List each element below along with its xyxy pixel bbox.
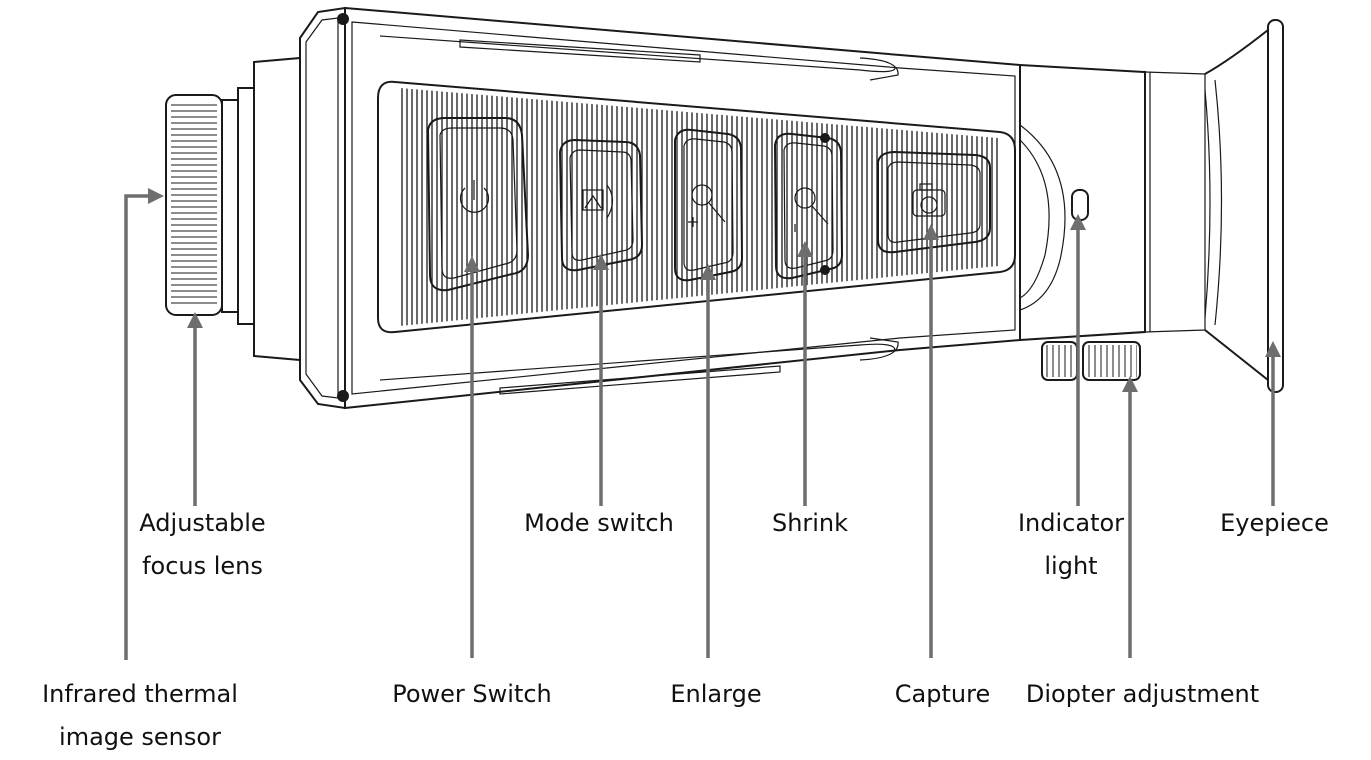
pointer-arrows bbox=[124, 188, 1281, 660]
indicator-light bbox=[1071, 189, 1089, 221]
label-sensor-line1: Infrared thermal bbox=[42, 680, 238, 708]
mode-switch-icon bbox=[582, 184, 614, 219]
label-sensor: Infrared thermal image sensor bbox=[30, 673, 250, 759]
rear-tube bbox=[1019, 27, 1269, 383]
label-diopter-text: Diopter adjustment bbox=[1025, 680, 1260, 708]
label-eyepiece-text: Eyepiece bbox=[1220, 509, 1329, 537]
label-mode-text: Mode switch bbox=[524, 509, 674, 537]
capture-button[interactable] bbox=[877, 150, 991, 254]
label-diopter: Diopter adjustment bbox=[1020, 673, 1265, 716]
label-indicator-line2: light bbox=[1044, 552, 1098, 580]
mode-switch-button[interactable] bbox=[558, 138, 644, 272]
label-capture-text: Capture bbox=[894, 680, 991, 708]
label-power-switch: Power Switch bbox=[382, 673, 562, 716]
device-drawing bbox=[165, 6, 1284, 410]
diopter-ring[interactable] bbox=[1041, 341, 1141, 381]
shrink-button[interactable] bbox=[773, 132, 844, 280]
label-shrink: Shrink bbox=[755, 502, 865, 545]
focus-lens-ring bbox=[165, 87, 255, 325]
label-enlarge: Enlarge bbox=[656, 673, 776, 716]
label-shrink-text: Shrink bbox=[771, 509, 849, 537]
label-focus-lens-line1: Adjustable bbox=[139, 509, 266, 537]
label-enlarge-text: Enlarge bbox=[670, 680, 762, 708]
front-housing bbox=[253, 6, 349, 410]
screw-bottom bbox=[337, 390, 349, 402]
label-focus-lens-line2: focus lens bbox=[142, 552, 263, 580]
screw-top bbox=[337, 13, 349, 25]
label-mode-switch: Mode switch bbox=[514, 502, 684, 545]
power-icon bbox=[459, 180, 490, 213]
camera-icon bbox=[912, 183, 946, 217]
sensor-pointer bbox=[124, 194, 150, 660]
label-capture: Capture bbox=[885, 673, 1000, 716]
enlarge-button[interactable] bbox=[674, 128, 744, 282]
power-button[interactable] bbox=[426, 117, 530, 292]
main-body bbox=[344, 6, 1066, 410]
screw bbox=[820, 133, 830, 143]
label-focus-lens: Adjustable focus lens bbox=[130, 502, 275, 588]
label-power-text: Power Switch bbox=[392, 680, 552, 708]
zoom-in-icon bbox=[688, 184, 726, 227]
label-indicator-line1: Indicator bbox=[1017, 509, 1125, 537]
screw bbox=[820, 265, 830, 275]
eyepiece bbox=[1267, 19, 1284, 393]
label-indicator-light: Indicator light bbox=[1011, 502, 1131, 588]
label-sensor-line2: image sensor bbox=[59, 723, 221, 751]
label-eyepiece: Eyepiece bbox=[1212, 502, 1337, 545]
zoom-out-icon bbox=[794, 187, 829, 232]
